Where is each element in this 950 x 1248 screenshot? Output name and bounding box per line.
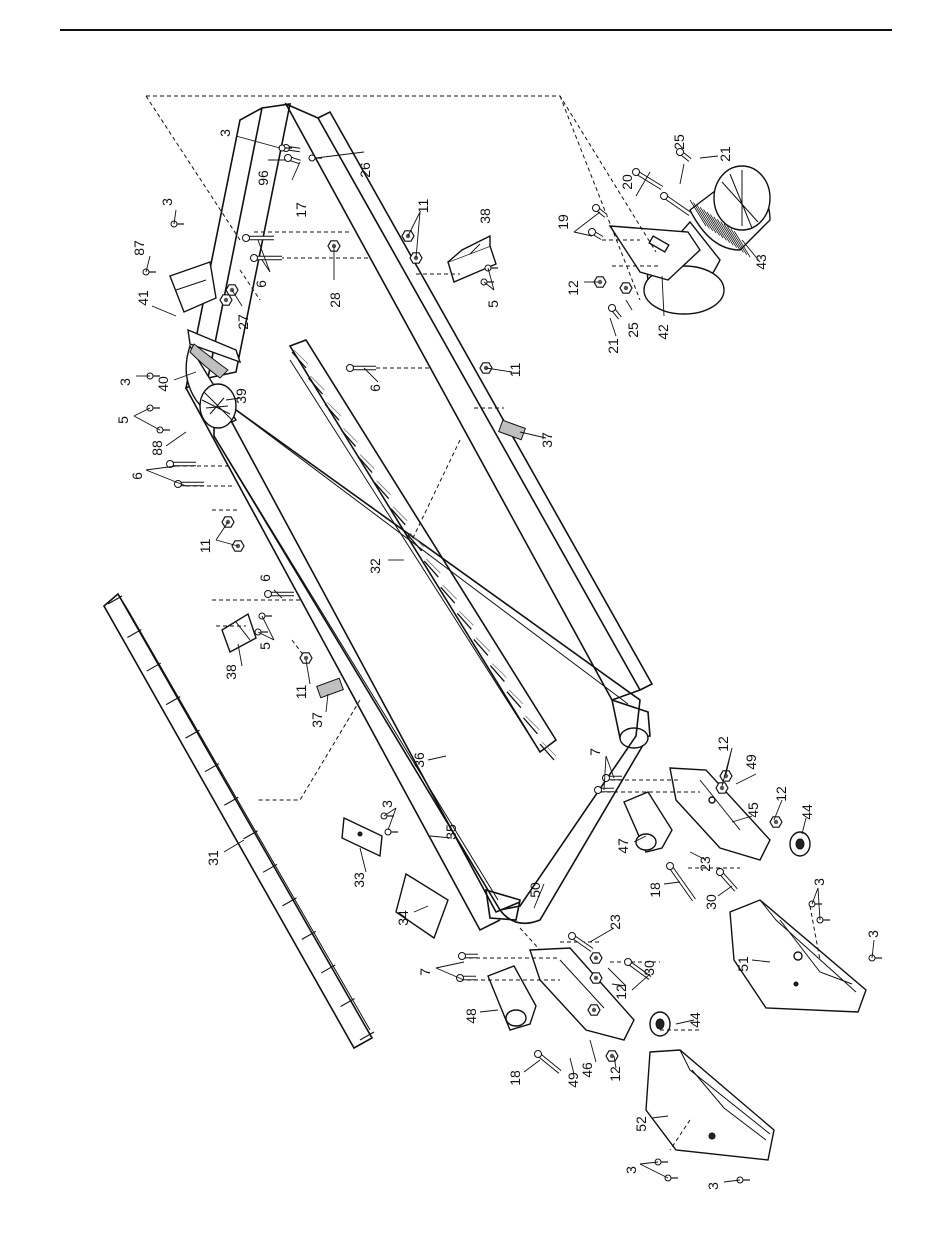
callout-45: 45 — [745, 802, 761, 818]
callout-40: 40 — [155, 376, 171, 392]
callout-21: 21 — [605, 338, 621, 354]
callout-37: 37 — [539, 432, 555, 448]
callout-87: 87 — [131, 240, 147, 256]
callout-32: 32 — [367, 558, 383, 574]
callout-11: 11 — [507, 363, 523, 378]
insert-37a — [499, 420, 526, 439]
callout-3: 3 — [705, 1182, 721, 1190]
callout-41: 41 — [135, 290, 151, 306]
callout-25: 25 — [671, 134, 687, 150]
callout-6: 6 — [129, 472, 145, 480]
callout-19: 19 — [555, 214, 571, 230]
callout-3: 3 — [623, 1166, 639, 1174]
callout-38: 38 — [223, 664, 239, 680]
callout-52: 52 — [633, 1116, 649, 1132]
callout-26: 26 — [357, 162, 373, 178]
callout-34: 34 — [395, 910, 411, 926]
side-rail-31 — [104, 594, 374, 1048]
callout-48: 48 — [463, 1008, 479, 1024]
foot-48 — [488, 966, 536, 1030]
callout-44: 44 — [799, 804, 815, 820]
foot-47 — [624, 792, 672, 852]
deck-36 — [214, 410, 640, 910]
callout-5: 5 — [115, 416, 131, 424]
bracket-38b — [222, 614, 256, 652]
callout-37: 37 — [309, 712, 325, 728]
callout-88: 88 — [149, 440, 165, 456]
callout-6: 6 — [257, 574, 273, 582]
callout-33: 33 — [351, 872, 367, 888]
callout-3: 3 — [117, 378, 133, 386]
callout-6: 6 — [253, 280, 269, 288]
callout-11: 11 — [415, 199, 431, 214]
callout-11: 11 — [197, 539, 213, 554]
wheel-44a — [790, 832, 810, 856]
wheel-44b — [650, 1012, 670, 1036]
callout-25: 25 — [625, 322, 641, 338]
callout-12: 12 — [607, 1066, 623, 1082]
plate-33 — [342, 818, 382, 856]
callout-17: 17 — [293, 202, 309, 218]
callout-12: 12 — [565, 280, 581, 296]
callout-12: 12 — [613, 984, 629, 1000]
insert-37b — [317, 678, 344, 697]
callout-31: 31 — [205, 850, 221, 866]
callout-46: 46 — [579, 1062, 595, 1078]
callout-38: 38 — [477, 208, 493, 224]
callout-30: 30 — [641, 960, 657, 976]
rear-endcap-51 — [730, 900, 866, 1012]
callout-50: 50 — [527, 882, 543, 898]
callout-5: 5 — [485, 300, 501, 308]
rear-endcap-52 — [646, 1050, 774, 1160]
callout-23: 23 — [697, 856, 713, 872]
motor-hood-41 — [170, 262, 216, 312]
callout-5: 5 — [257, 642, 273, 650]
callout-44: 44 — [687, 1012, 703, 1028]
front-roller-39 — [186, 330, 240, 428]
callout-96: 96 — [255, 170, 271, 186]
callout-3: 3 — [379, 800, 395, 808]
callout-3: 3 — [811, 878, 827, 886]
callout-11: 11 — [293, 685, 309, 700]
callout-7: 7 — [587, 748, 603, 756]
label-34 — [396, 874, 448, 938]
callout-30: 30 — [703, 894, 719, 910]
callout-47: 47 — [615, 838, 631, 854]
callout-3: 3 — [159, 198, 175, 206]
callout-3: 3 — [217, 129, 233, 137]
callout-36: 36 — [411, 752, 427, 768]
callout-21: 21 — [717, 146, 733, 162]
bracket-38a — [448, 236, 496, 282]
callout-27: 27 — [235, 314, 251, 330]
callout-12: 12 — [715, 736, 731, 752]
callout-39: 39 — [233, 388, 249, 404]
callout-49: 49 — [743, 754, 759, 770]
callout-51: 51 — [735, 956, 751, 972]
callout-6: 6 — [367, 384, 383, 392]
callout-18: 18 — [647, 882, 663, 898]
callout-20: 20 — [619, 174, 635, 190]
callout-7: 7 — [417, 968, 433, 976]
callout-12: 12 — [773, 786, 789, 802]
callout-42: 42 — [655, 324, 671, 340]
callout-28: 28 — [327, 292, 343, 308]
callout-3: 3 — [865, 930, 881, 938]
callout-18: 18 — [507, 1070, 523, 1086]
callout-leader-lines — [134, 136, 874, 1182]
callout-23: 23 — [607, 914, 623, 930]
